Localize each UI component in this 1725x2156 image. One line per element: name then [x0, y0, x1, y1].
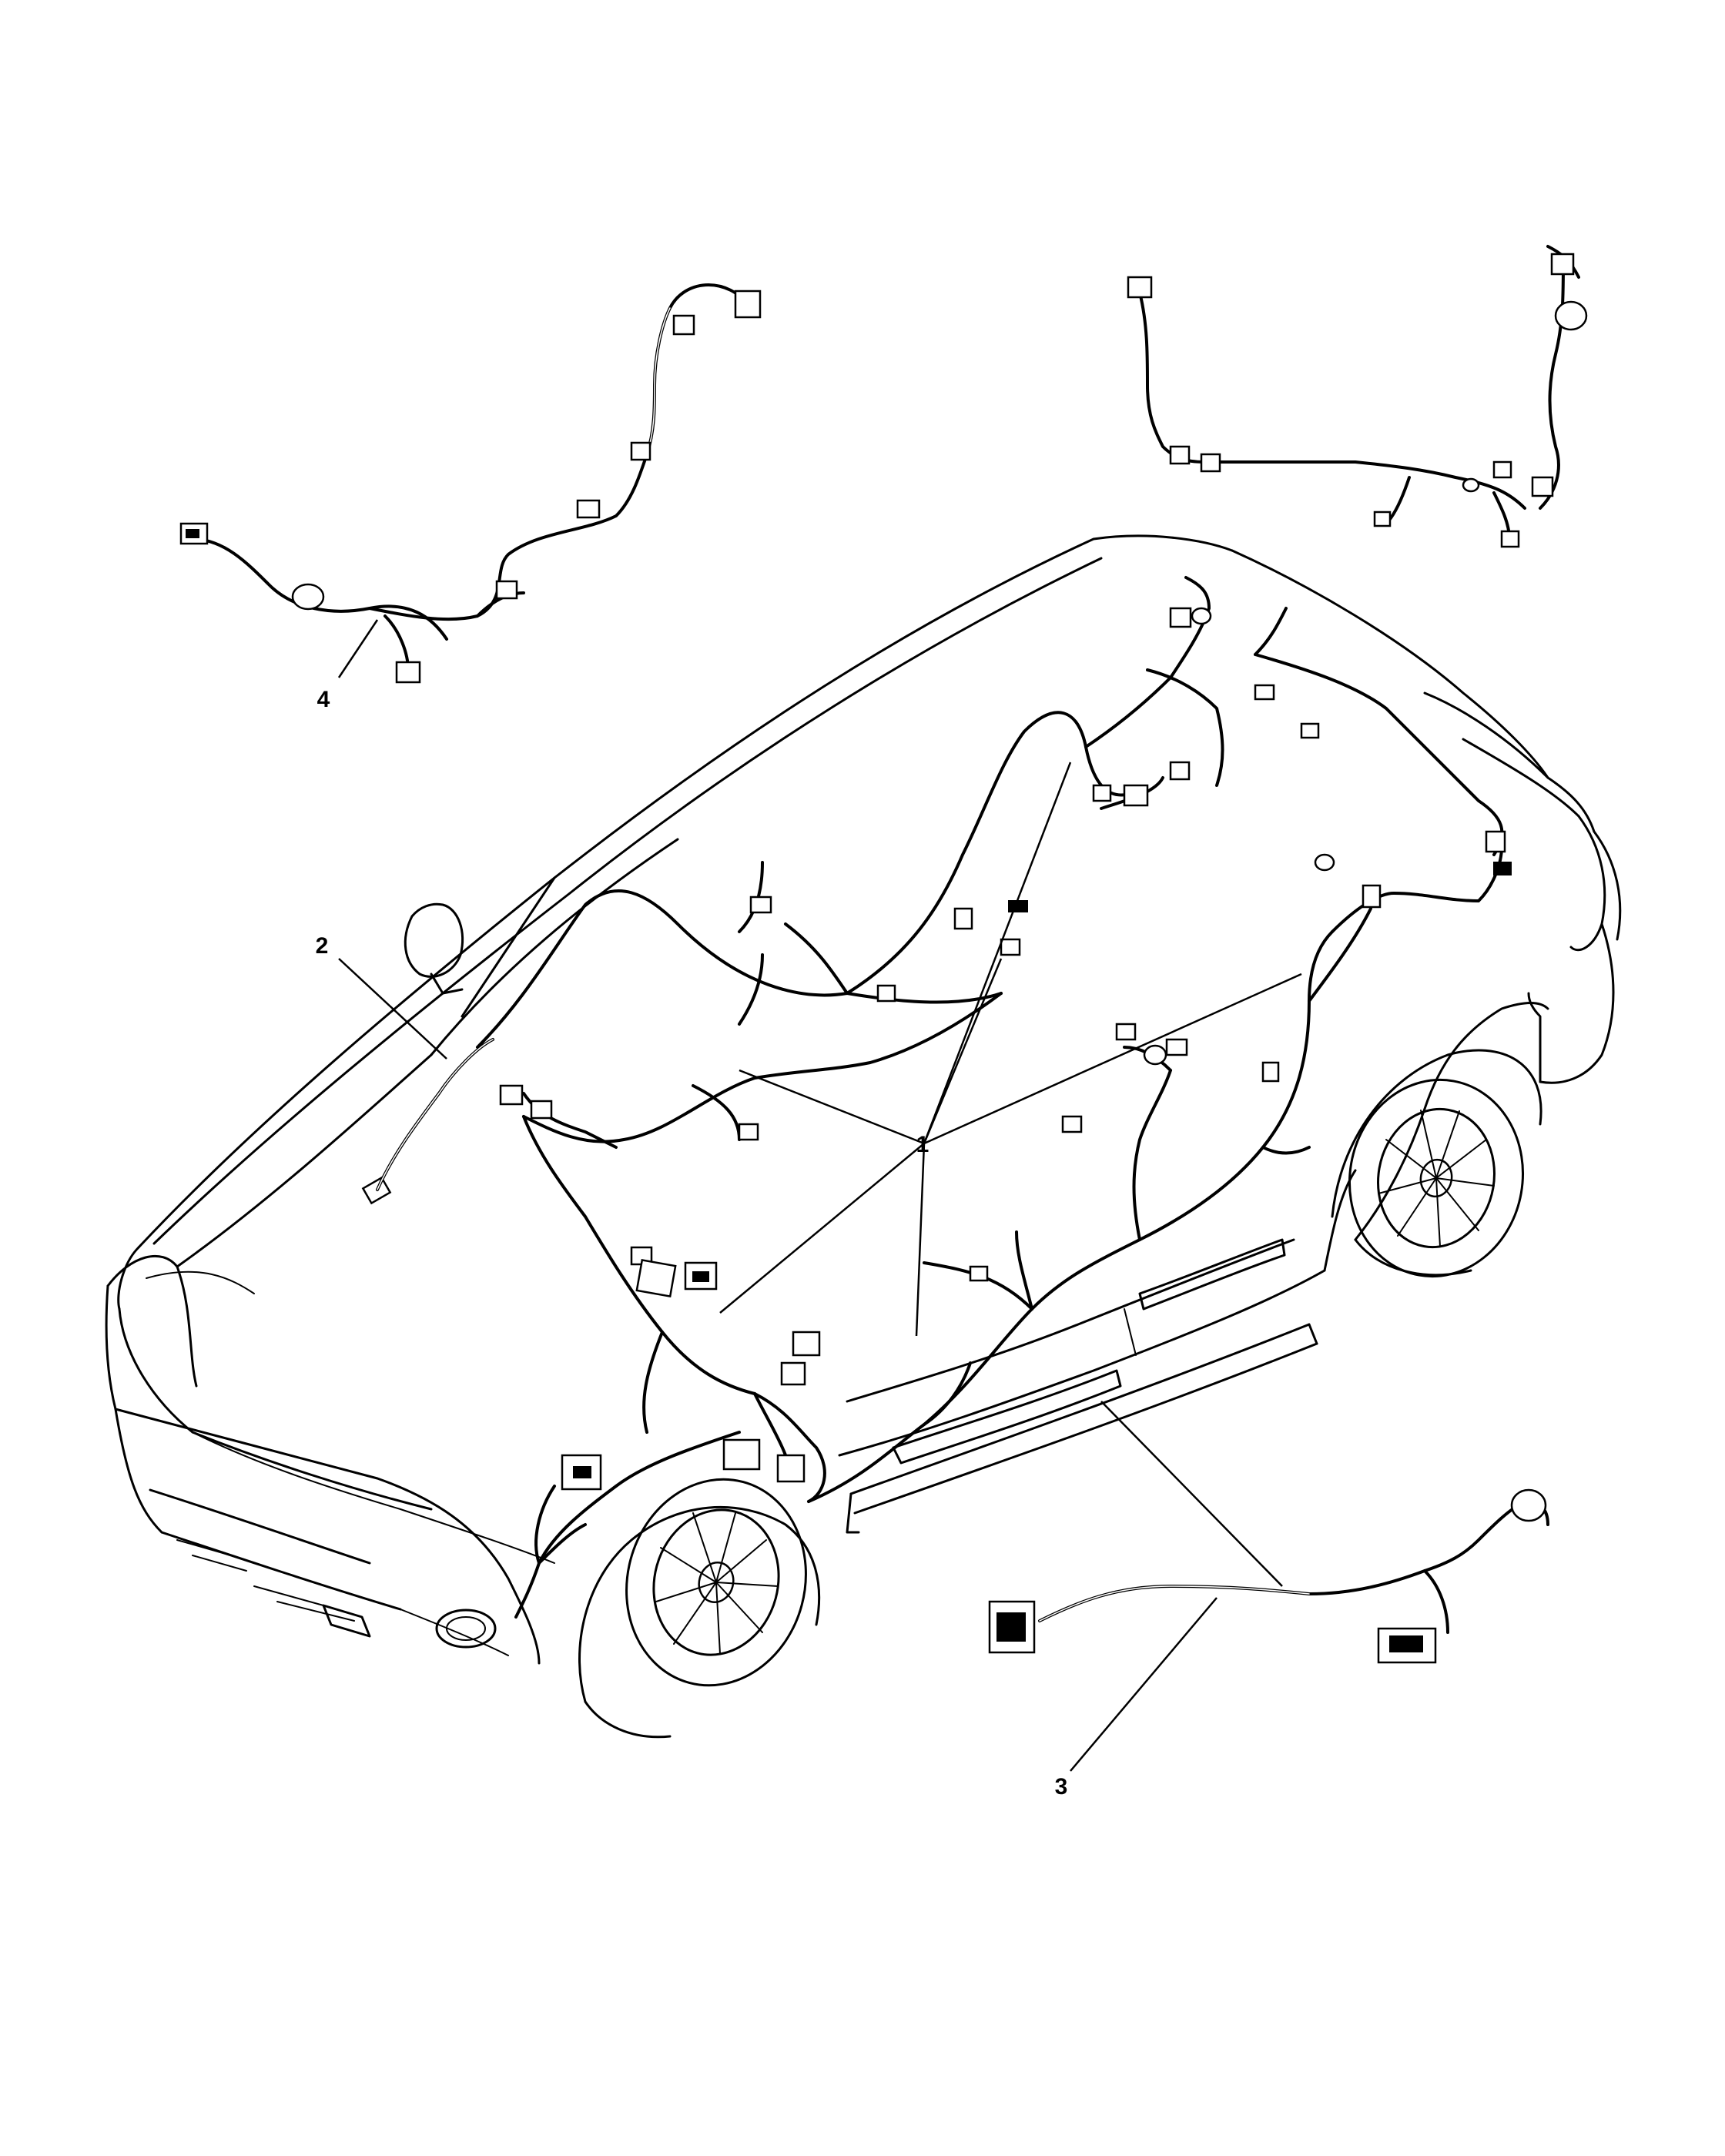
sill-harness-callout-3: [988, 1488, 1549, 1664]
leader-lines: [337, 619, 1302, 1772]
callouts: 1 2 3 4: [316, 687, 1068, 1799]
callout-2: 2: [316, 933, 329, 959]
vehicle-body: [105, 534, 1622, 1739]
rear-body-harness-detached: [1127, 245, 1588, 548]
rear-wheel: [1331, 1049, 1542, 1278]
overhead-harness-callout-4: [179, 283, 762, 684]
front-wheel: [578, 1478, 821, 1739]
callout-1: 1: [916, 1132, 929, 1157]
callout-3: 3: [1055, 1774, 1068, 1799]
callout-4: 4: [317, 687, 330, 712]
body-wiring-harness: [361, 576, 1512, 1619]
